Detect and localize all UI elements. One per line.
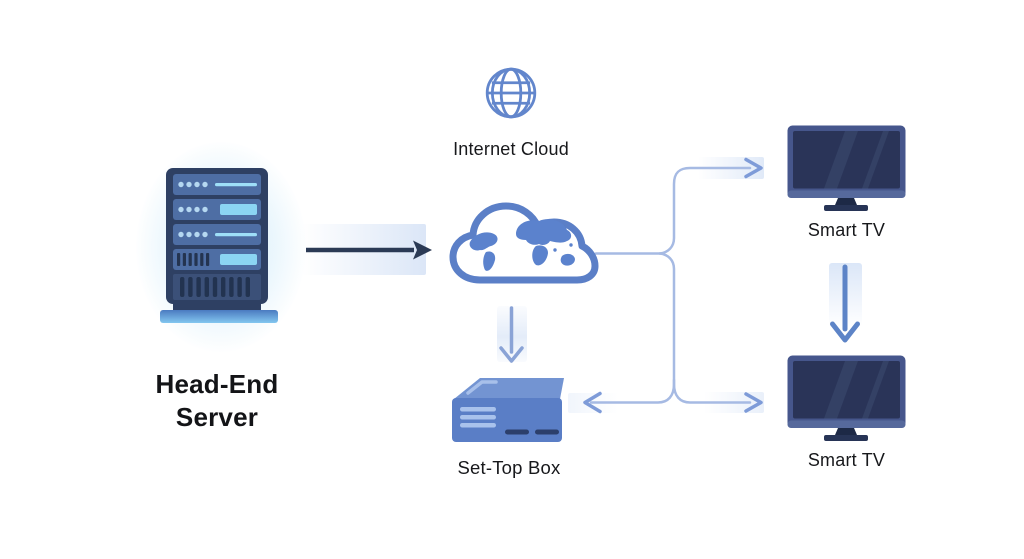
smart-tv-bottom-label: Smart TV <box>807 450 886 470</box>
head-end-server-label: Head-End Server <box>155 369 279 432</box>
cloud-world-map-icon <box>449 202 599 284</box>
band-server-to-cloud <box>302 224 426 275</box>
smart-tv-top-label: Smart TV <box>807 220 886 240</box>
arrow-cloud-to-stb <box>499 306 524 363</box>
band-to-smart-tv-bottom <box>704 392 764 413</box>
world-map-continents <box>469 219 575 271</box>
globe-grid-icon <box>485 67 537 119</box>
arrowhead-to-smart-tv-bottom <box>744 392 763 413</box>
arrowhead-to-smart-tv-top <box>744 157 763 179</box>
band-to-set-top-box <box>568 393 618 413</box>
arrow-tv-to-tv <box>830 264 860 343</box>
band-cloud-to-stb <box>497 306 527 362</box>
band-tv-to-tv <box>829 263 862 327</box>
set-top-box-label: Set-Top Box <box>457 457 561 478</box>
arrow-server-to-cloud <box>306 240 432 260</box>
band-to-smart-tv-top <box>698 157 764 179</box>
smart-tv-icon <box>787 125 906 211</box>
internet-cloud-label: Internet Cloud <box>453 139 569 159</box>
server-rack-icon <box>160 168 278 323</box>
set-top-box-icon <box>452 378 564 442</box>
arrowhead-to-set-top-box <box>583 391 602 414</box>
branch-lines-cloud-to-devices <box>589 166 752 404</box>
smart-tv-icon <box>787 355 906 441</box>
